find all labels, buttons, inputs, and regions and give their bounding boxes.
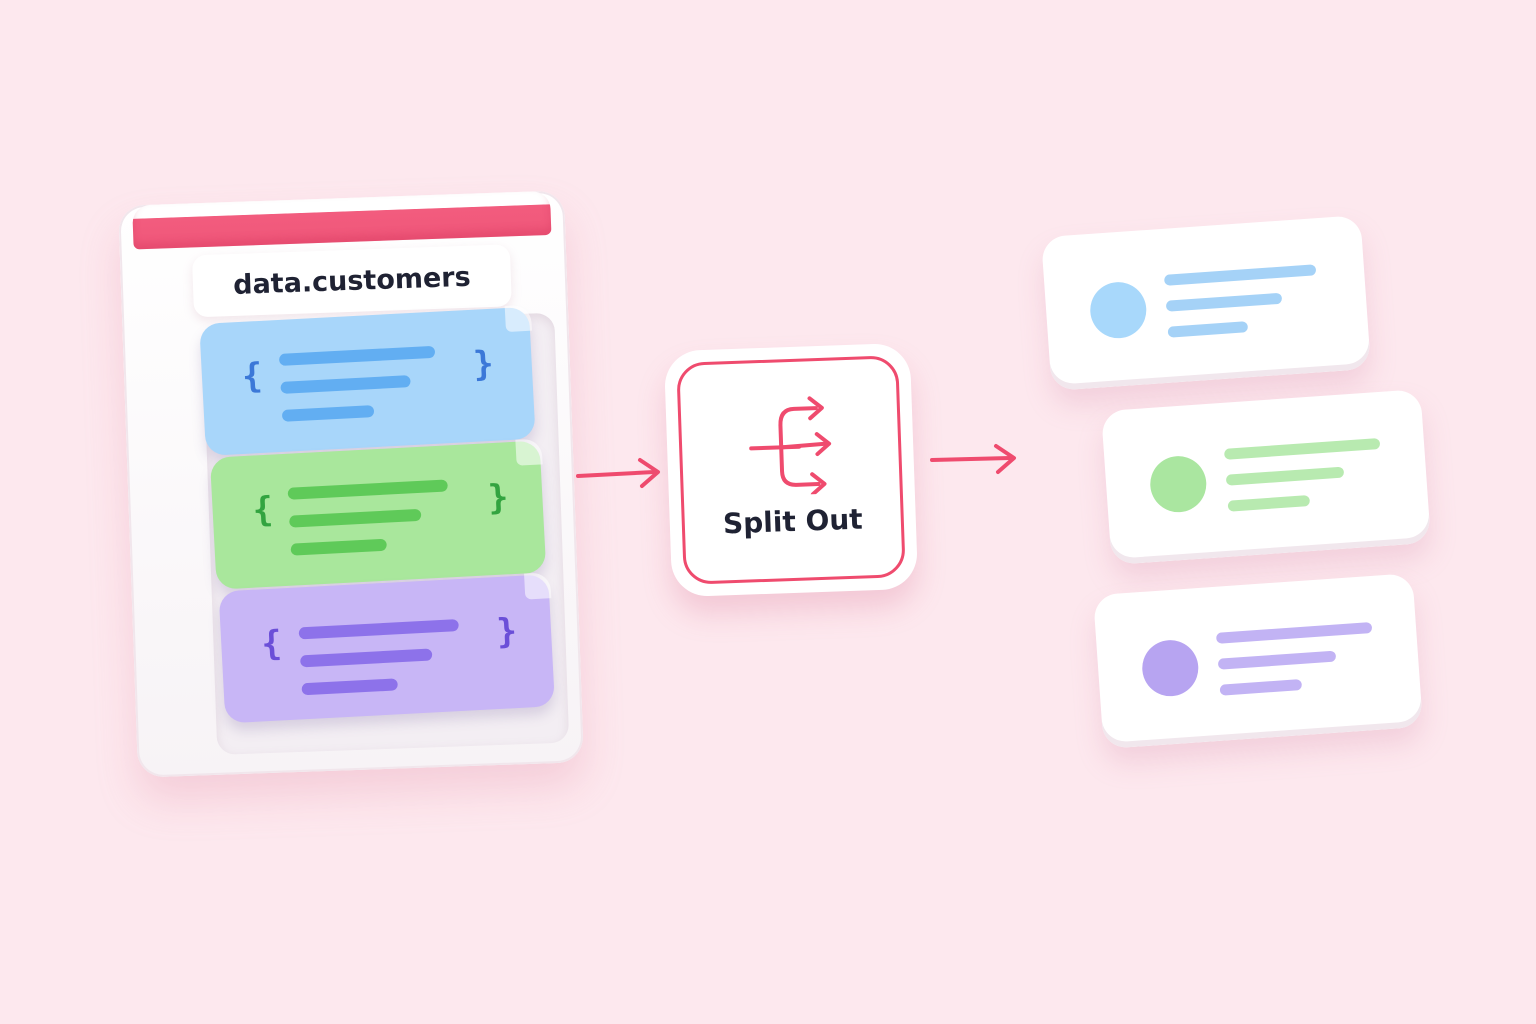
avatar	[1148, 454, 1209, 515]
brace-close: }	[495, 611, 519, 653]
container-rim	[132, 190, 552, 250]
brace-close: }	[472, 343, 495, 385]
output-card-blue	[1041, 215, 1371, 391]
record-line	[287, 479, 448, 500]
record-fold	[504, 304, 533, 333]
brace-open: {	[260, 623, 283, 665]
card-line	[1219, 679, 1303, 696]
record-line	[280, 375, 411, 394]
card-line	[1225, 466, 1345, 486]
record-line	[290, 538, 387, 556]
brace-open: {	[240, 355, 264, 397]
arrow-right-icon	[576, 458, 660, 488]
output-card-green	[1101, 389, 1431, 565]
container-label: data.customers	[191, 244, 512, 318]
arrow-right-icon	[930, 444, 1016, 474]
split-out-node[interactable]: Split Out	[663, 342, 919, 598]
output-card-purple	[1093, 573, 1423, 749]
card-line	[1163, 264, 1317, 286]
brace-close: }	[486, 477, 510, 519]
card-line	[1165, 292, 1283, 312]
customers-container: data.customers { } { } { }	[118, 190, 584, 778]
record-line	[289, 508, 422, 528]
record-line	[301, 678, 398, 696]
card-line	[1167, 321, 1249, 338]
card-line	[1215, 621, 1373, 644]
avatar	[1140, 638, 1201, 699]
record-green: { }	[209, 438, 547, 590]
avatar	[1088, 280, 1149, 341]
brace-open: {	[251, 489, 275, 531]
record-line	[299, 648, 433, 668]
record-purple: { }	[218, 572, 556, 724]
card-line	[1227, 495, 1311, 512]
record-blue: { }	[199, 304, 536, 456]
record-line	[278, 345, 436, 366]
card-line	[1223, 437, 1381, 460]
card-line	[1217, 650, 1337, 670]
record-line	[281, 405, 375, 422]
split-arrows-icon	[749, 396, 832, 497]
record-line	[298, 619, 459, 640]
